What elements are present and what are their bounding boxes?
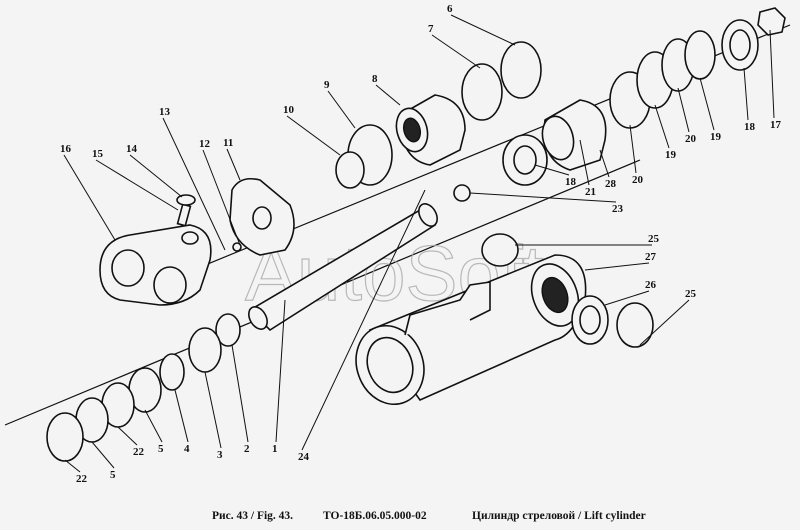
ring [46,412,84,462]
callout-number: 10 [283,104,295,116]
callout-number: 15 [92,148,104,160]
callout-number: 2 [244,443,250,455]
leader-line [579,139,590,186]
callout-number: 17 [770,119,782,131]
ring [461,63,503,121]
callout-number: 21 [585,186,596,198]
leader-line [231,344,249,443]
callout-number: 5 [110,469,116,481]
callout-number: 1 [272,443,278,455]
callout-number: 8 [372,73,378,85]
leader-line [63,154,116,241]
leader-line [604,290,650,306]
callout-number: 6 [447,3,453,15]
callout-number: 9 [324,79,330,91]
figure-title: Цилиндр стреловой / Lift cylinder [472,510,646,522]
callout-number: 20 [685,133,697,145]
callout-number: 24 [298,451,310,463]
callout-number: 13 [159,106,171,118]
leader-line [629,124,637,174]
leader-line [64,459,81,473]
callout-number: 14 [126,143,138,155]
leader-line [162,117,226,251]
cylinder-body [355,254,587,406]
leader-line [769,29,775,119]
figure-number: Рис. 43 / Fig. 43. [212,510,294,522]
leader-line [431,34,481,69]
leader-line [202,149,241,246]
ring [188,327,222,373]
ring [481,233,519,267]
leader-line [144,409,163,443]
callout-number: 26 [645,279,657,291]
ring [335,151,365,189]
leader-line [95,159,179,211]
callout-number: 18 [565,176,577,188]
callout-number: 28 [605,178,617,190]
drawing-code: ТО-18Б.06.05.000-02 [323,510,427,522]
leader-line [677,87,690,133]
leader-line [654,104,670,149]
leader-line [639,299,690,346]
leader-line [129,154,183,198]
callout-number: 27 [645,251,657,263]
flange [229,177,295,256]
ring [159,353,185,391]
seal-rings [46,30,716,462]
leader-line [204,371,222,449]
bolt [176,194,196,227]
nut [757,7,786,36]
callout-number: 16 [60,143,72,155]
leader-lines [63,14,775,473]
callout-number: 4 [184,443,190,455]
callout-number: 3 [217,449,223,461]
gland [395,94,466,166]
bushing [571,295,609,345]
piston-rod [248,203,438,332]
ring [616,302,654,348]
leader-line [174,389,189,443]
leader-line [699,77,715,131]
leader-line [226,148,241,181]
leader-line [275,299,286,443]
leader-line [375,84,401,106]
callout-number: 11 [223,137,233,149]
piston [541,99,607,171]
leader-line [599,149,610,178]
callout-number: 19 [665,149,677,161]
callout-number: 22 [76,473,88,485]
leader-line [286,115,341,156]
leader-line [534,164,570,176]
callout-number: 23 [612,203,624,215]
callout-number: 7 [428,23,434,35]
leader-line [584,262,650,271]
callout-number: 25 [685,288,697,300]
leader-line [117,426,138,446]
leader-line [301,189,426,451]
leader-line [743,67,749,121]
callout-number: 25 [648,233,660,245]
callout-number: 5 [158,443,164,455]
grease-fitting [232,242,242,252]
callout-number: 18 [744,121,756,133]
callout-number: 19 [710,131,722,143]
split-ring [502,19,759,186]
callout-number: 22 [133,446,145,458]
ring [684,30,716,80]
callout-number: 20 [632,174,644,186]
leader-line [450,14,516,46]
leader-line [469,192,617,203]
ring [215,313,241,347]
o-ring-small [453,184,471,202]
leader-line [91,441,115,469]
callout-number: 12 [199,138,211,150]
leader-line [327,90,356,129]
ring [500,41,542,99]
callout-labels: 6789101112131415161718192019201821282325… [60,3,782,485]
clevis [99,224,212,306]
